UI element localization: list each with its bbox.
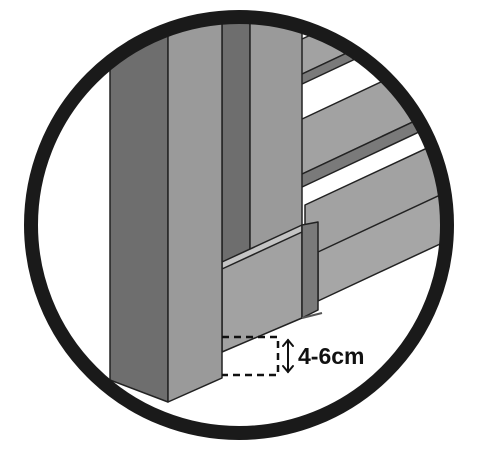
height-range-label: 4-6cm bbox=[298, 343, 364, 369]
front-leg-side bbox=[109, 29, 169, 403]
furniture-scene bbox=[109, 20, 444, 403]
rear-post-front bbox=[249, 20, 303, 256]
front-leg-front bbox=[167, 20, 223, 403]
panel-foot-shadow bbox=[301, 312, 323, 319]
height-dimension-marker: 4-6cm bbox=[222, 335, 364, 377]
panel-end-block bbox=[301, 221, 319, 319]
rear-post-side bbox=[221, 20, 251, 263]
dimension-bracket bbox=[222, 335, 280, 377]
frame-ring bbox=[24, 10, 454, 440]
double-arrow-icon bbox=[282, 338, 294, 374]
